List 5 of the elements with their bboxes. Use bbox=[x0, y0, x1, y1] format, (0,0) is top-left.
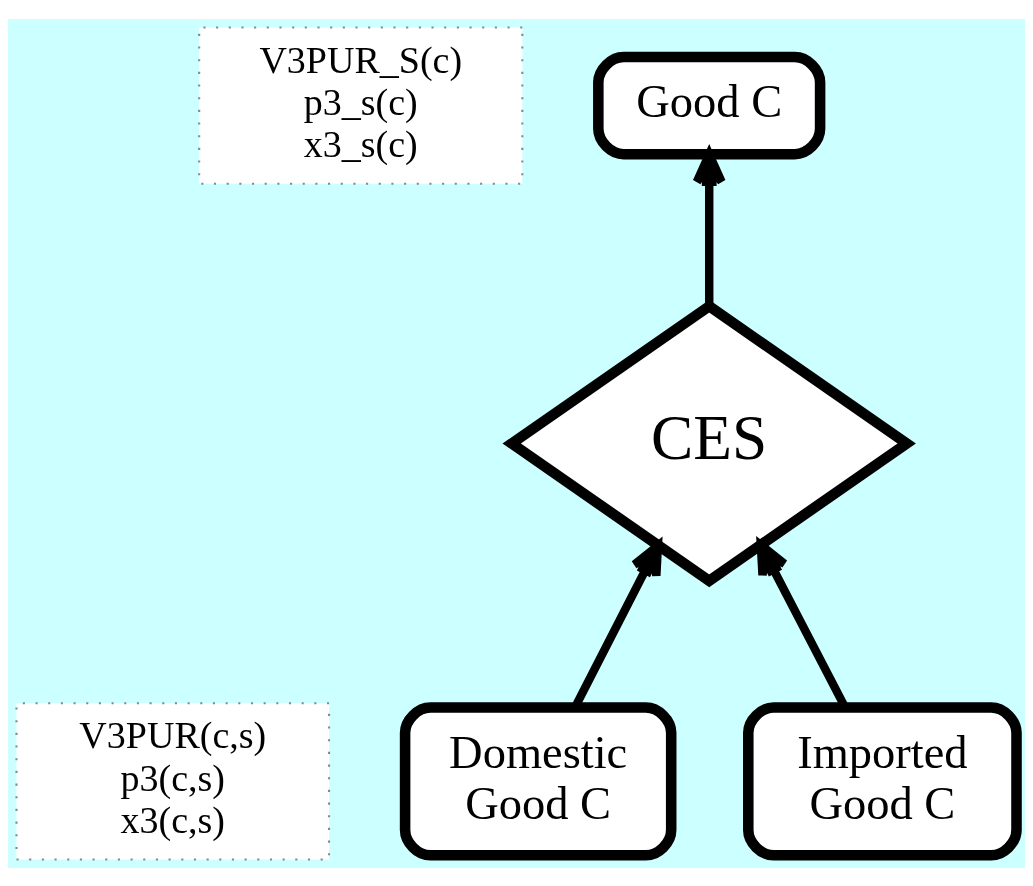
node-box: Good C bbox=[593, 51, 826, 159]
node-box: Domestic Good C bbox=[399, 701, 677, 861]
node-box: V3PUR_S(c) p3_s(c) x3_s(c) bbox=[198, 25, 524, 185]
node-box: Imported Good C bbox=[743, 701, 1022, 861]
node-box: V3PUR(c,s) p3(c,s) x3(c,s) bbox=[15, 701, 331, 861]
